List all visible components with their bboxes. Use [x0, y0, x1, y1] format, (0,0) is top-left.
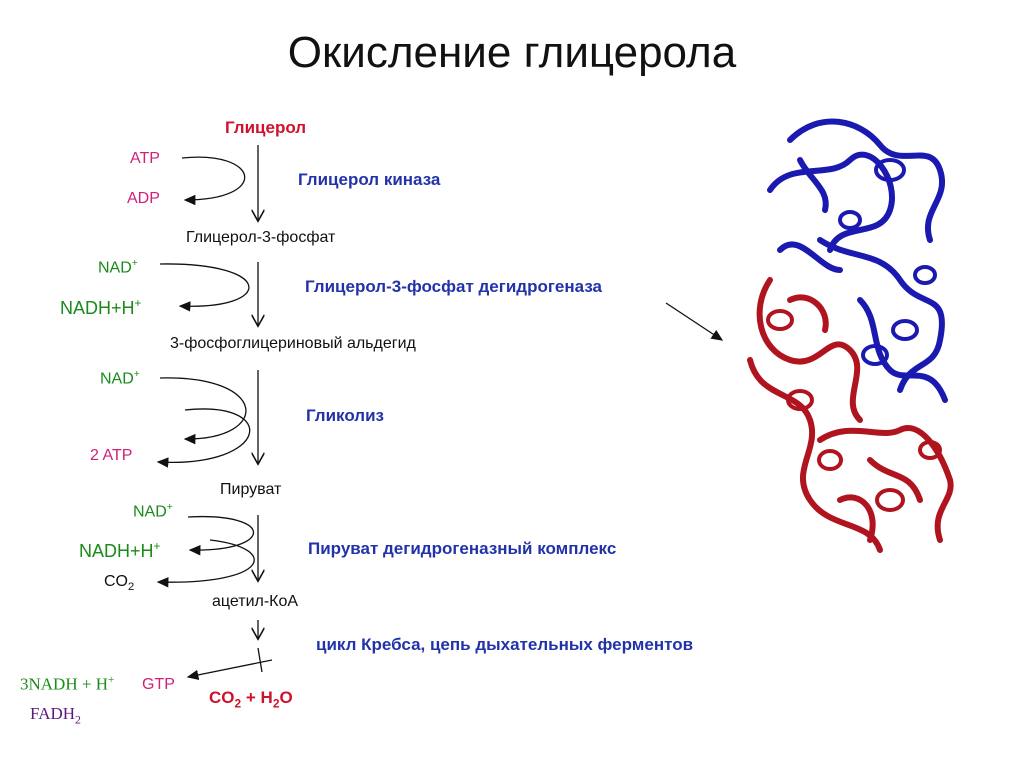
enzyme-krebs: цикл Кребса, цепь дыхательных ферментов	[316, 635, 694, 654]
nadh-label-1: NADH+H+	[60, 297, 142, 318]
atp-label: ATP	[130, 150, 160, 167]
nad-label-2: NAD+	[100, 369, 140, 388]
nadh-final-label: 3NADH + H+	[20, 674, 115, 694]
final-products-label: CO2 + H2O	[209, 688, 293, 711]
glycerol-label: Глицерол	[225, 118, 307, 137]
protein-structure-image	[747, 118, 954, 553]
enzyme-glycolysis: Гликолиз	[306, 406, 384, 425]
nad-label-3: NAD+	[133, 502, 173, 521]
gtp-label: GTP	[142, 676, 175, 693]
pga-label: 3-фосфоглицериновый альдегид	[170, 335, 416, 352]
enzyme-g3p-dehydrogenase: Глицерол-3-фосфат дегидрогеназа	[305, 277, 602, 296]
pyruvate-label: Пируват	[220, 481, 282, 498]
atp2-label: 2 ATP	[90, 447, 133, 464]
acetyl-coa-label: ацетил-КоА	[212, 593, 299, 610]
g3p-label: Глицерол-3-фосфат	[186, 229, 336, 246]
co2-label: CO2	[104, 573, 135, 594]
fadh2-label: FADH2	[30, 704, 81, 727]
nadh-label-3: NADH+H+	[79, 540, 161, 561]
adp-label: ADP	[127, 190, 160, 207]
enzyme-pdh-complex: Пируват дегидрогеназный комплекс	[308, 539, 617, 558]
page-title: Окисление глицерола	[287, 28, 737, 77]
nad-label-1: NAD+	[98, 258, 138, 277]
enzyme-kinase: Глицерол киназа	[298, 170, 441, 189]
